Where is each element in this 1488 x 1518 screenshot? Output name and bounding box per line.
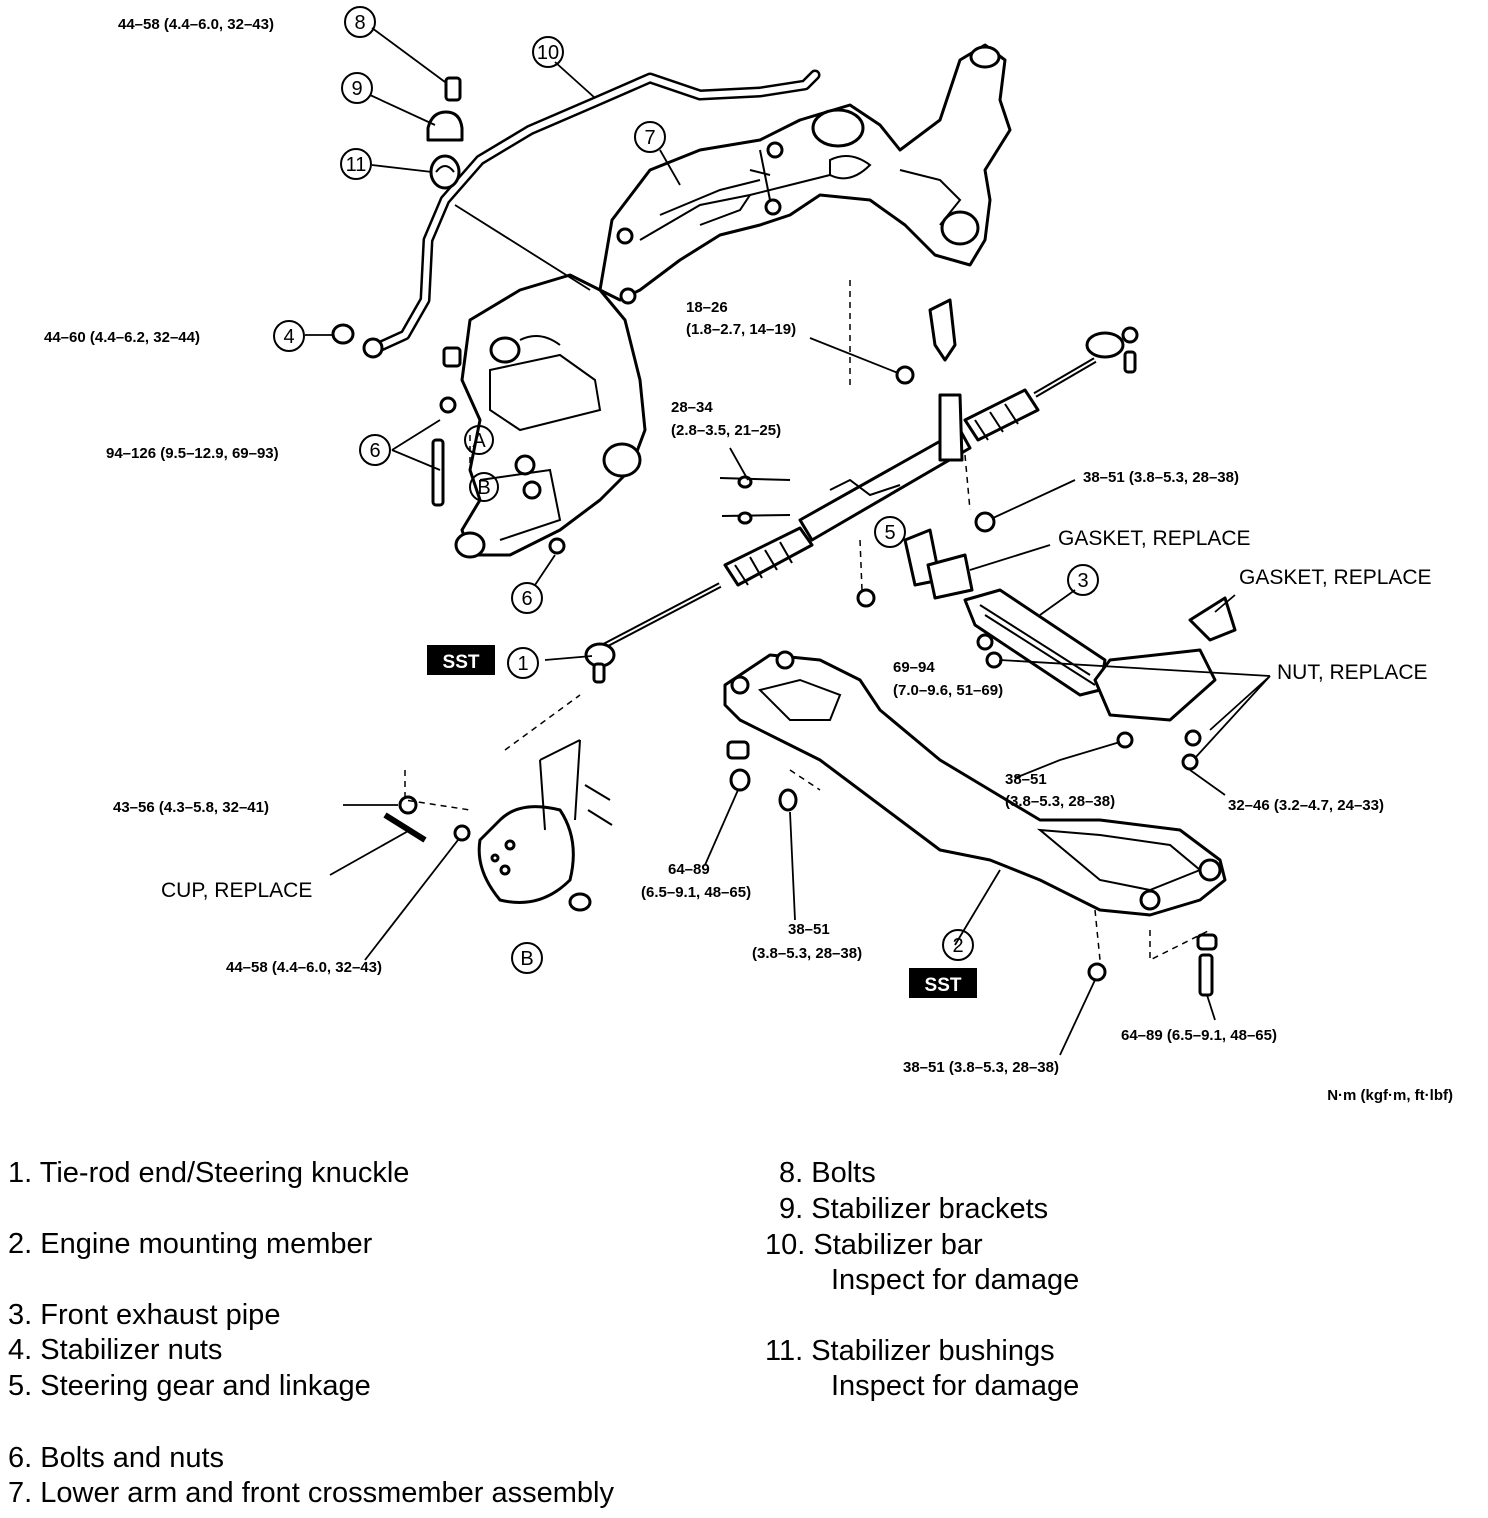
sst-badge-upper: SST <box>427 645 495 675</box>
callout-2: 2 <box>952 935 963 957</box>
lower-arm-assembly <box>431 273 647 559</box>
torque-units: N·m (kgf·m, ft·lbf) <box>1327 1087 1453 1104</box>
torque-labels: 44–58 (4.4–6.0, 32–43) 44–60 (4.4–6.2, 3… <box>44 16 1453 1104</box>
callout-5: 5 <box>884 522 895 544</box>
torque-64-left-line2: (6.5–9.1, 48–65) <box>641 884 751 901</box>
callout-4: 4 <box>283 326 294 348</box>
legend-item-11: 11. Stabilizer bushings <box>765 1335 1055 1367</box>
torque-44-lower: 44–58 (4.4–6.0, 32–43) <box>226 959 382 976</box>
callout-9: 9 <box>351 78 362 100</box>
callout-A: A <box>472 430 486 452</box>
fasteners <box>856 365 996 608</box>
stabilizer-nut <box>331 323 384 359</box>
torque-32: 32–46 (3.2–4.7, 24–33) <box>1228 797 1384 814</box>
torque-38-bottom: 38–51 (3.8–5.3, 28–38) <box>903 1059 1059 1076</box>
note-gasket-1: GASKET, REPLACE <box>1058 527 1251 550</box>
legend-item-10: 10. Stabilizer bar <box>765 1229 983 1261</box>
guide-lines <box>404 204 1211 962</box>
torque-18-line1: 18–26 <box>686 299 728 316</box>
stabilizer-bracket-set <box>426 76 464 190</box>
legend-item-11-note: Inspect for damage <box>831 1370 1080 1402</box>
torque-64-left-line1: 64–89 <box>668 861 710 878</box>
callout-B-upper: B <box>477 477 490 499</box>
torque-69-line2: (7.0–9.6, 51–69) <box>893 682 1003 699</box>
engine-mounting-member <box>723 650 1227 997</box>
torque-43: 43–56 (4.3–5.8, 32–41) <box>113 799 269 816</box>
legend-item-4: 4. Stabilizer nuts <box>8 1334 223 1366</box>
legend-item-7: 7. Lower arm and front crossmember assem… <box>8 1477 614 1509</box>
legend-item-1: 1. Tie-rod end/Steering knuckle <box>8 1157 410 1189</box>
callout-6-lower: 6 <box>521 588 532 610</box>
exploded-assembly-diagram: 8 10 9 11 7 4 6 A B 6 5 3 1 B 2 SST SST <box>44 6 1453 1104</box>
callout-B-lower: B <box>520 948 533 970</box>
callout-8: 8 <box>354 12 365 34</box>
note-nut-replace: NUT, REPLACE <box>1277 661 1428 684</box>
legend-item-8: 8. Bolts <box>779 1157 876 1189</box>
legend-item-5: 5. Steering gear and linkage <box>8 1370 371 1402</box>
legend-item-3: 3. Front exhaust pipe <box>8 1299 281 1331</box>
callout-10: 10 <box>537 42 559 64</box>
steering-knuckle <box>383 739 613 912</box>
callout-1: 1 <box>517 653 528 675</box>
front-exhaust-pipe <box>903 528 1237 771</box>
torque-nut-4: 44–60 (4.4–6.2, 32–44) <box>44 329 200 346</box>
svg-text:SST: SST <box>443 652 480 673</box>
legend-item-6: 6. Bolts and nuts <box>8 1442 225 1474</box>
torque-28-line1: 28–34 <box>671 399 713 416</box>
callout-11: 11 <box>346 154 367 176</box>
torque-38-mid-line1: 38–51 <box>1005 771 1047 788</box>
callouts: 8 10 9 11 7 4 6 A B 6 5 3 1 B 2 <box>273 6 1099 974</box>
stabilizer-bar <box>366 69 821 356</box>
callout-3: 3 <box>1077 570 1088 592</box>
note-cup-replace: CUP, REPLACE <box>161 879 312 902</box>
torque-38-right: 38–51 (3.8–5.3, 28–38) <box>1083 469 1239 486</box>
leader-lines <box>305 27 1271 1056</box>
torque-bolt-8: 44–58 (4.4–6.0, 32–43) <box>118 16 274 33</box>
replace-notes: GASKET, REPLACE GASKET, REPLACE NUT, REP… <box>161 527 1432 902</box>
torque-69-line1: 69–94 <box>893 659 935 676</box>
torque-38-left-line1: 38–51 <box>788 921 830 938</box>
legend-item-9: 9. Stabilizer brackets <box>779 1193 1049 1225</box>
front-crossmember <box>598 43 1012 305</box>
callout-7: 7 <box>644 127 655 149</box>
torque-64-right: 64–89 (6.5–9.1, 48–65) <box>1121 1027 1277 1044</box>
svg-text:SST: SST <box>925 975 962 996</box>
callout-6-upper: 6 <box>369 440 380 462</box>
note-gasket-2: GASKET, REPLACE <box>1239 566 1432 589</box>
steering-gear <box>584 298 1139 684</box>
torque-38-mid-line2: (3.8–5.3, 28–38) <box>1005 793 1115 810</box>
torque-bolt-6: 94–126 (9.5–12.9, 69–93) <box>106 445 279 462</box>
legend-item-10-note: Inspect for damage <box>831 1264 1080 1296</box>
legend-item-2: 2. Engine mounting member <box>8 1228 373 1260</box>
torque-28-line2: (2.8–3.5, 21–25) <box>671 422 781 439</box>
torque-18-line2: (1.8–2.7, 14–19) <box>686 321 796 338</box>
sst-badge-lower: SST <box>909 968 977 998</box>
torque-38-left-line2: (3.8–5.3, 28–38) <box>752 945 862 962</box>
